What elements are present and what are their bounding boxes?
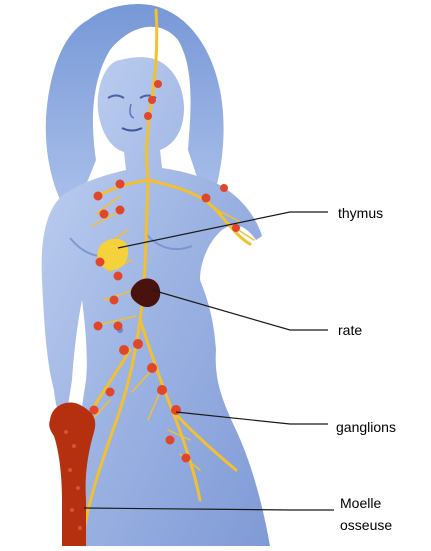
lymph-node (106, 388, 115, 397)
lymph-node (94, 322, 103, 331)
lymph-node (182, 454, 191, 463)
label-moelle-line1: Moelle (340, 492, 392, 514)
lymph-node (116, 180, 125, 189)
lymph-node (116, 206, 125, 215)
lymph-node (232, 224, 240, 232)
lymph-node (96, 258, 105, 267)
label-moelle-line2: osseuse (340, 514, 392, 536)
lymph-node (171, 405, 181, 415)
lymph-node (220, 184, 228, 192)
lymph-node (148, 96, 156, 104)
label-rate: rate (338, 320, 362, 340)
lymph-node (90, 406, 99, 415)
label-thymus: thymus (338, 203, 383, 223)
lymph-node (202, 194, 211, 203)
lymph-node (157, 385, 167, 395)
lymph-node (144, 112, 152, 120)
lymph-node (119, 345, 129, 355)
lymph-node (147, 363, 157, 373)
label-ganglions: ganglions (336, 417, 396, 437)
lymph-node (154, 80, 162, 88)
lymph-node (114, 322, 123, 331)
lymph-node (166, 436, 175, 445)
lymph-node (133, 339, 143, 349)
lymph-node (100, 210, 109, 219)
lymph-node (114, 272, 123, 281)
lymph-node (110, 296, 119, 305)
lymph-node (94, 192, 103, 201)
label-moelle-osseuse: Moelle osseuse (340, 492, 392, 536)
